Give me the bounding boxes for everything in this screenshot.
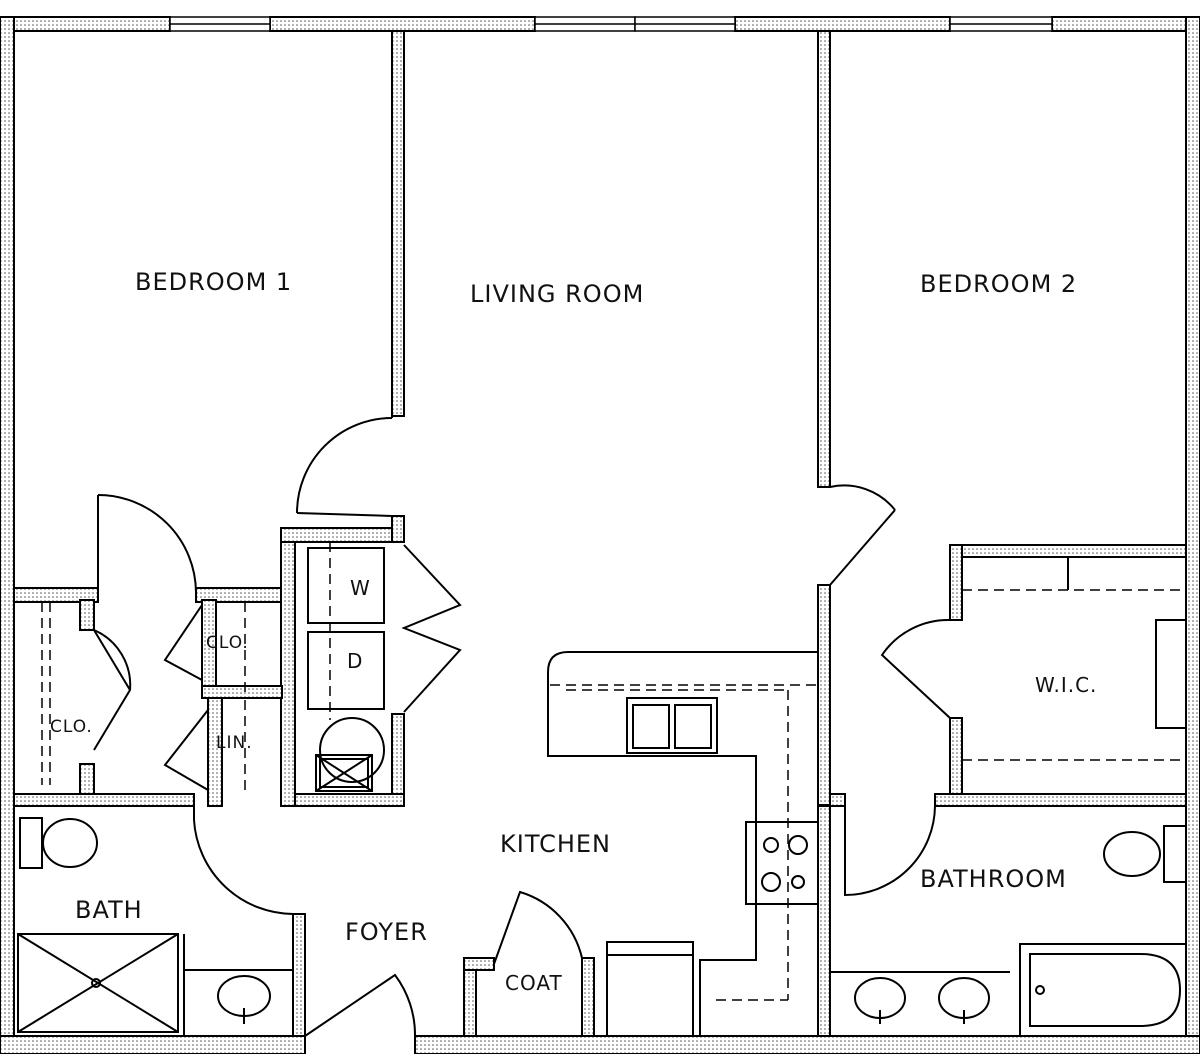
- kitchen-counter: [547, 651, 819, 1037]
- label-bedroom1: BEDROOM 1: [135, 268, 292, 296]
- wic-shelves: [1067, 557, 1187, 729]
- label-living-room: LIVING ROOM: [470, 280, 644, 308]
- label-dryer: D: [347, 649, 363, 673]
- label-coat: COAT: [505, 971, 563, 995]
- interior-walls: [13, 30, 1187, 1037]
- room-labels: BEDROOM 1 LIVING ROOM BEDROOM 2 W D CLO.…: [50, 268, 1097, 995]
- laundry: [307, 547, 385, 792]
- label-linen: LIN.: [216, 733, 253, 753]
- label-closet-left: CLO.: [50, 717, 93, 737]
- doors: [93, 416, 951, 1037]
- windows: [169, 16, 1053, 32]
- label-bathroom: BATHROOM: [920, 865, 1067, 893]
- bath-fixtures: [17, 805, 1187, 1037]
- label-closet-small: CLO.: [206, 633, 249, 653]
- label-bedroom2: BEDROOM 2: [920, 270, 1077, 298]
- exterior-walls: [0, 16, 1200, 1054]
- label-foyer: FOYER: [345, 918, 428, 946]
- label-wic: W.I.C.: [1035, 673, 1097, 697]
- label-washer: W: [350, 576, 371, 600]
- label-bath: BATH: [75, 896, 143, 924]
- label-kitchen: KITCHEN: [500, 830, 611, 858]
